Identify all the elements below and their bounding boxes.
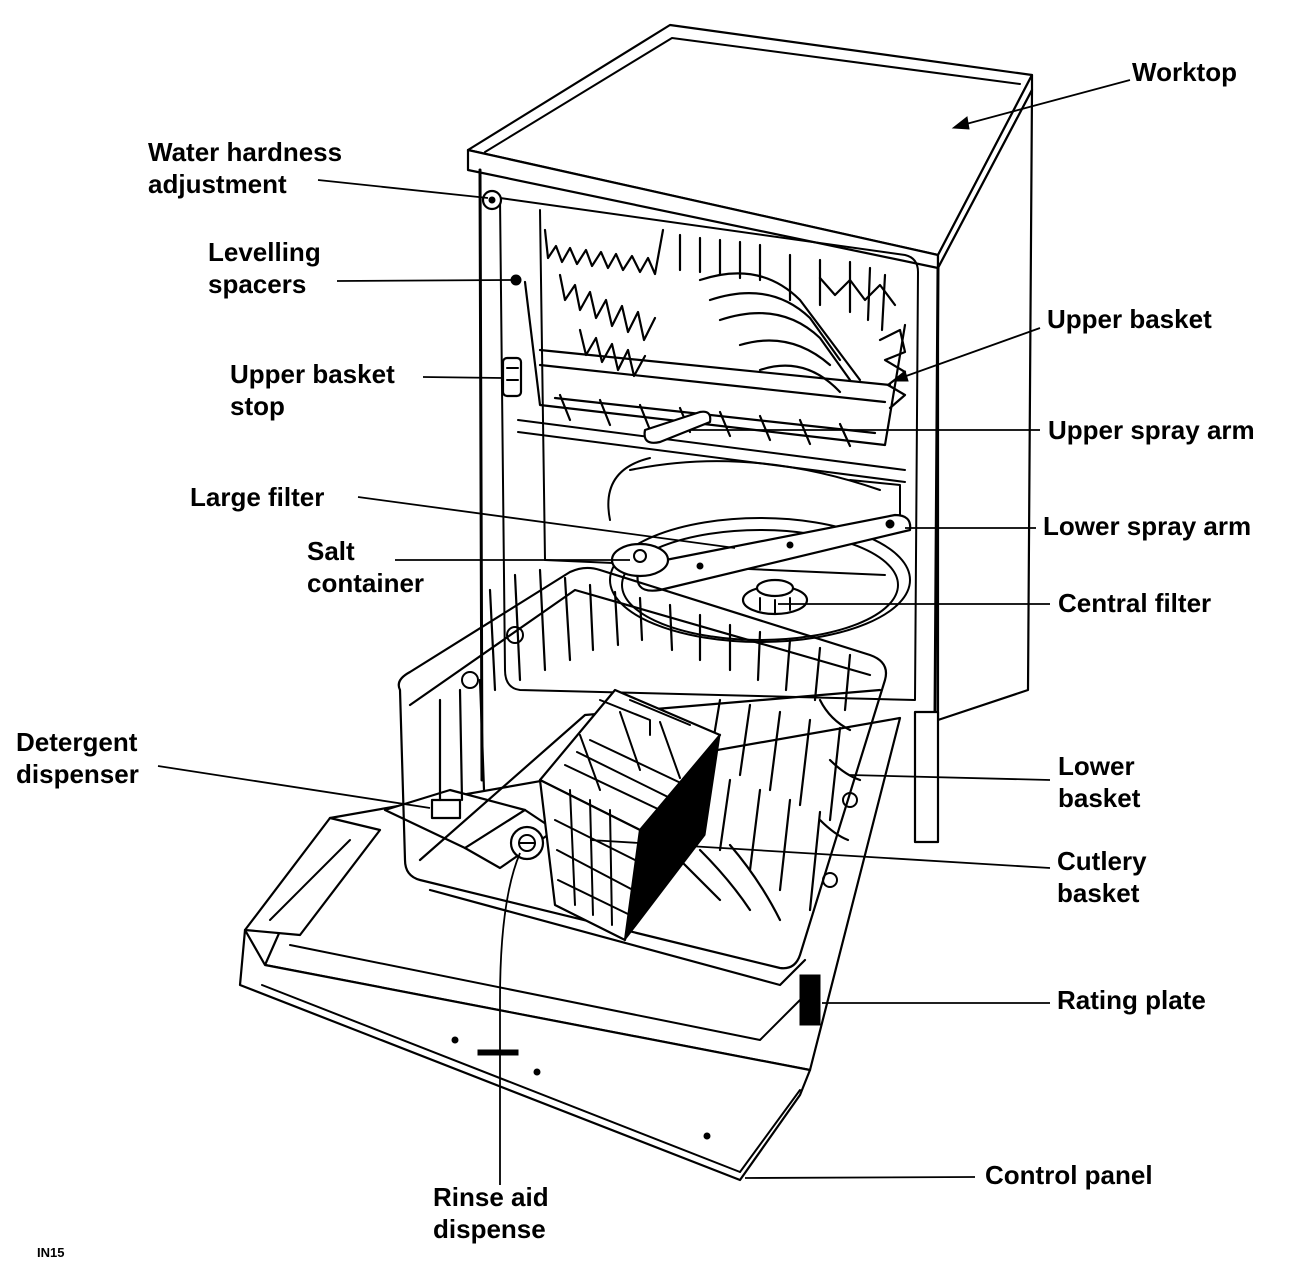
leader-lines bbox=[157, 79, 1131, 1185]
label-central-filter: Central filter bbox=[1058, 588, 1212, 618]
label-salt-container-line2: container bbox=[307, 568, 425, 598]
label-levelling-spacers-line1: Levelling bbox=[208, 237, 321, 267]
lower-basket-drawing bbox=[397, 566, 888, 987]
water-hardness-knob bbox=[481, 189, 503, 211]
leader-control-panel bbox=[744, 1176, 976, 1179]
label-rating-plate: Rating plate bbox=[1057, 985, 1206, 1015]
label-levelling-spacers-line2: spacers bbox=[208, 269, 307, 299]
label-lower-basket-line2: basket bbox=[1058, 783, 1141, 813]
cutlery-basket-part bbox=[538, 688, 722, 942]
label-lower-spray-arm: Lower spray arm bbox=[1043, 511, 1252, 541]
label-rinse-aid-line1: Rinse aid bbox=[433, 1182, 549, 1212]
leader-detergent-dispenser bbox=[157, 765, 431, 809]
label-detergent-dispenser-line2: dispenser bbox=[16, 759, 139, 789]
leader-cutlery-basket bbox=[589, 839, 1051, 869]
rinse-aid-dispenser-part bbox=[509, 825, 545, 861]
detergent-dispenser-part bbox=[383, 788, 557, 870]
leader-worktop bbox=[954, 79, 1131, 128]
label-cutlery-basket: Cutlery basket bbox=[1057, 845, 1147, 909]
label-rinse-aid: Rinse aid dispense bbox=[433, 1181, 549, 1245]
leader-upper-basket-stop bbox=[422, 376, 504, 379]
worktop-panel bbox=[466, 23, 1034, 270]
label-large-filter: Large filter bbox=[190, 482, 325, 512]
label-detergent-dispenser-line1: Detergent bbox=[16, 727, 138, 757]
label-upper-basket-stop-line1: Upper basket bbox=[230, 359, 395, 389]
tub-opening bbox=[499, 197, 919, 701]
central-filter-part bbox=[741, 578, 809, 616]
label-salt-container: Salt container bbox=[307, 535, 424, 599]
dishwasher-cabinet bbox=[466, 23, 1034, 844]
leader-levelling-spacers bbox=[336, 279, 513, 282]
label-levelling-spacers: Levelling spacers bbox=[208, 236, 321, 300]
label-worktop: Worktop bbox=[1132, 57, 1237, 87]
label-cutlery-basket-line1: Cutlery bbox=[1057, 846, 1147, 876]
label-upper-basket-stop: Upper basket stop bbox=[230, 358, 395, 422]
figure-code: IN15 bbox=[37, 1245, 65, 1260]
label-rinse-aid-line2: dispense bbox=[433, 1214, 546, 1244]
label-water-hardness: Water hardness adjustment bbox=[148, 136, 342, 200]
label-lower-basket: Lower basket bbox=[1058, 750, 1140, 814]
leader-lower-basket bbox=[849, 774, 1051, 781]
upper-basket-stop-part bbox=[501, 356, 523, 398]
label-salt-container-line1: Salt bbox=[307, 536, 355, 566]
levelling-spacer-part bbox=[510, 274, 522, 286]
label-upper-basket-stop-line2: stop bbox=[230, 391, 285, 421]
label-detergent-dispenser: Detergent dispenser bbox=[16, 726, 139, 790]
leader-large-filter bbox=[357, 496, 736, 549]
upper-spray-arm-part bbox=[643, 410, 712, 444]
label-cutlery-basket-line2: basket bbox=[1057, 878, 1140, 908]
label-upper-spray-arm: Upper spray arm bbox=[1048, 415, 1255, 445]
leader-rinse-aid bbox=[499, 852, 521, 1185]
label-water-hardness-line2: adjustment bbox=[148, 169, 287, 199]
upper-basket-drawing bbox=[523, 228, 907, 448]
cabinet-side-panel bbox=[936, 88, 1034, 722]
label-lower-basket-line1: Lower bbox=[1058, 751, 1135, 781]
label-control-panel: Control panel bbox=[985, 1160, 1153, 1190]
leader-water-hardness bbox=[317, 179, 489, 199]
label-upper-basket: Upper basket bbox=[1047, 304, 1212, 334]
label-water-hardness-line1: Water hardness bbox=[148, 137, 343, 167]
leader-upper-basket bbox=[894, 327, 1041, 381]
rating-plate-part bbox=[799, 974, 821, 1026]
